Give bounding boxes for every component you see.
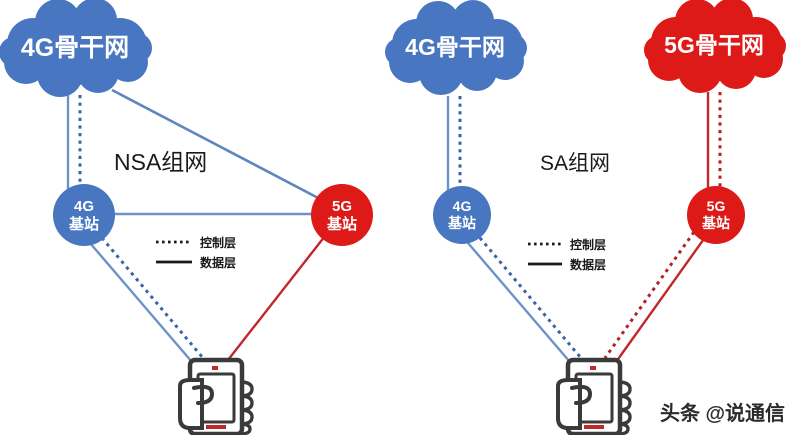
sa-legend-control-layer-label: 控制层: [570, 237, 606, 252]
node-5g-base-station-label-bottom: 基站: [326, 215, 357, 233]
sa-smartphone-home-indicator-icon: [584, 425, 604, 429]
sa-thumb-icon: [570, 384, 593, 405]
sa-cloud-5g-core-label: 5G骨干网: [664, 32, 764, 58]
sa-legend-data-layer-label: 数据层: [570, 257, 606, 272]
node-4g-base-station-circle: [53, 184, 115, 246]
nsa-diagram-group: 4G骨干网 4G 基站 5G 基站 NSA组网 控制层 数据层: [0, 0, 373, 435]
sa-link-4gbs-to-device-control: [473, 231, 583, 359]
cloud-4g-core[interactable]: 4G骨干网: [0, 0, 152, 97]
sa-node-4g-base-station[interactable]: 4G 基站: [433, 186, 491, 244]
sa-link-5gbs-to-device-control: [603, 231, 696, 359]
link-5gbs-to-device-data: [227, 235, 326, 361]
smartphone-camera-icon: [212, 366, 218, 370]
sa-user-device[interactable]: [556, 357, 632, 435]
sa-cloud-4g-core-label: 4G骨干网: [405, 34, 505, 60]
sa-node-5g-base-station-circle: [687, 186, 745, 244]
node-5g-base-station-circle: [311, 184, 373, 246]
fingers-icon: [239, 380, 254, 435]
link-4gbs-to-device-data: [83, 235, 193, 363]
node-5g-base-station[interactable]: 5G 基站: [311, 184, 373, 246]
link-4gbs-to-device-control: [95, 231, 205, 359]
thumb-icon: [192, 384, 215, 405]
node-4g-base-station[interactable]: 4G 基站: [53, 184, 115, 246]
watermark-label: 头条 @说通信: [660, 401, 785, 425]
sa-diagram-group: 4G骨干网 5G骨干网: [385, 0, 786, 435]
nsa-legend: 控制层 数据层: [156, 235, 236, 270]
hand-palm-icon: [178, 378, 204, 430]
sa-legend: 控制层 数据层: [528, 237, 606, 272]
sa-node-4g-base-station-circle: [433, 186, 491, 244]
link-4gcore-to-5gbs-data: [111, 88, 323, 202]
sa-cloud-5g-core[interactable]: 5G骨干网: [644, 0, 786, 93]
sa-node-4g-base-station-label-top: 4G: [453, 198, 472, 214]
legend-data-layer-label: 数据层: [200, 255, 236, 270]
node-4g-base-station-label-top: 4G: [74, 198, 94, 215]
sa-node-5g-base-station-label-top: 5G: [707, 198, 726, 214]
node-5g-base-station-label-top: 5G: [332, 198, 352, 215]
smartphone-home-indicator-icon: [206, 425, 226, 429]
node-4g-base-station-label-bottom: 基站: [68, 215, 99, 233]
sa-link-5gbs-to-device-data: [615, 235, 707, 363]
nsa-section-title: NSA组网: [114, 149, 207, 175]
sa-link-4gbs-to-device-data: [461, 235, 571, 363]
sa-hand-palm-icon: [556, 378, 582, 430]
sa-node-5g-base-station[interactable]: 5G 基站: [687, 186, 745, 244]
sa-section-title: SA组网: [540, 152, 610, 175]
sa-smartphone-camera-icon: [590, 366, 596, 370]
sa-node-5g-base-station-label-bottom: 基站: [702, 215, 730, 231]
sa-node-4g-base-station-label-bottom: 基站: [448, 215, 476, 231]
sa-cloud-4g-core[interactable]: 4G骨干网: [385, 0, 527, 95]
cloud-4g-core-label: 4G骨干网: [21, 34, 129, 62]
user-device[interactable]: [178, 357, 254, 435]
sa-fingers-icon: [617, 380, 632, 435]
legend-control-layer-label: 控制层: [200, 235, 236, 250]
